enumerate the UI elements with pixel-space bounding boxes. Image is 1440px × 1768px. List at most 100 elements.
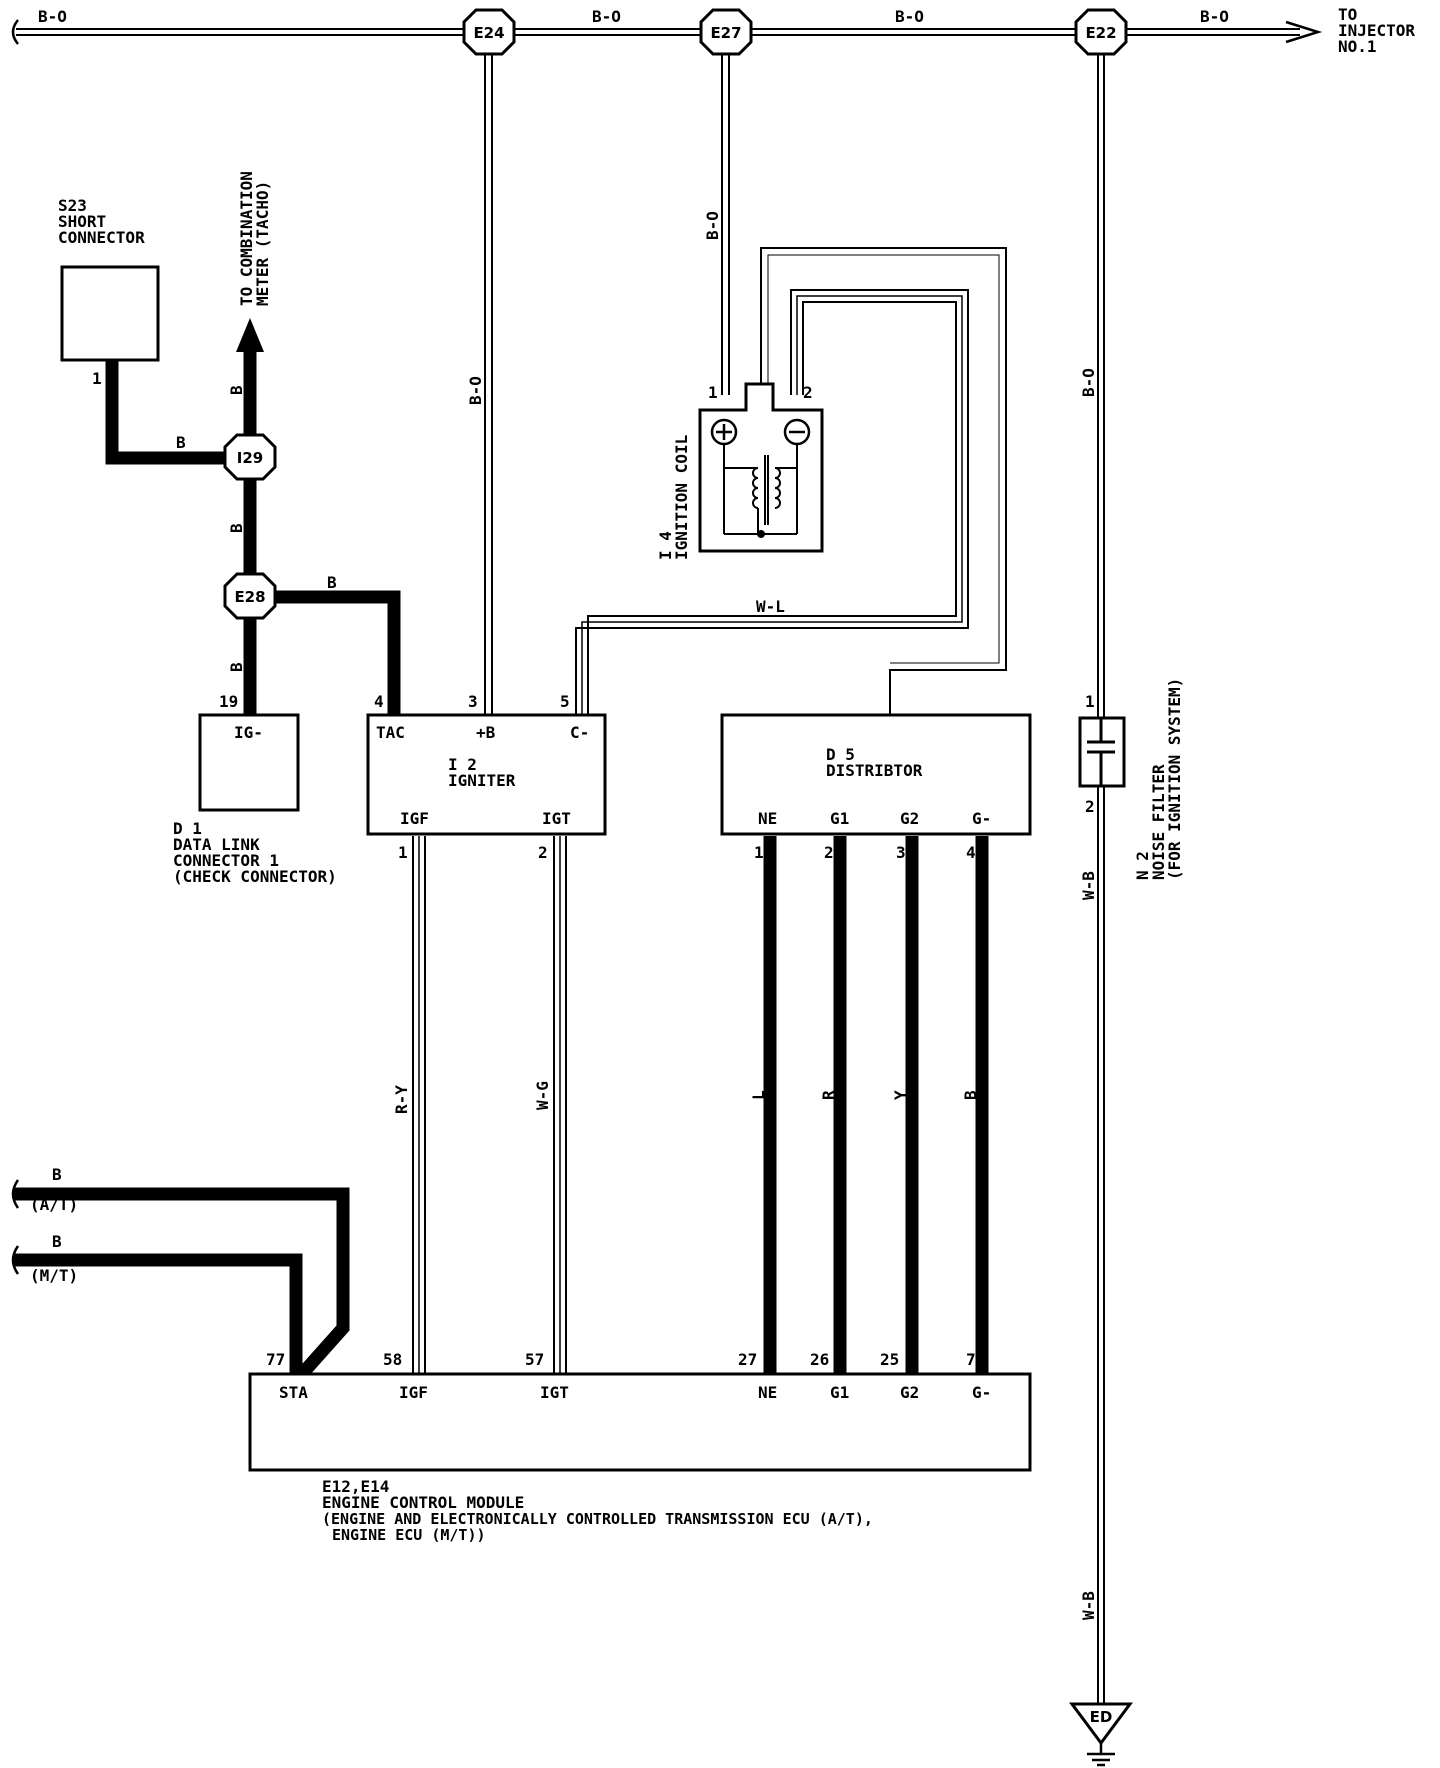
wire-label-b: B — [227, 523, 246, 533]
svg-text:TO COMBINATION: TO COMBINATION — [237, 171, 256, 306]
wire-label-r: R — [819, 1090, 838, 1100]
wire-label-y: Y — [891, 1090, 910, 1100]
terminal-label: IG- — [234, 723, 263, 742]
pin-number: 3 — [468, 692, 478, 711]
connector-e24: E24 — [462, 8, 516, 56]
w-l-wire — [575, 289, 969, 715]
svg-text:NOISE FILTER: NOISE FILTER — [1149, 764, 1168, 880]
i2-igniter: TAC +B C- 4 3 5 I 2 IGNITER IGF IGT 1 2 — [366, 692, 607, 862]
engine-control-module: STA IGF IGT NE G1 G2 G- 77 58 57 27 26 2… — [248, 1350, 1032, 1544]
b-wire-group — [105, 318, 401, 715]
variant-label-at: (A/T) — [30, 1195, 78, 1214]
svg-text:ED: ED — [1090, 1708, 1113, 1726]
svg-text:TO: TO — [1338, 5, 1357, 24]
terminal-label: G2 — [900, 809, 919, 828]
terminal-label: G1 — [830, 1383, 849, 1402]
pin-number: 19 — [219, 692, 238, 711]
svg-text:CONNECTOR 1: CONNECTOR 1 — [173, 851, 279, 870]
svg-text:N 2: N 2 — [1133, 851, 1152, 880]
pin-number: 5 — [560, 692, 570, 711]
terminal-label: TAC — [376, 723, 405, 742]
pin-number: 2 — [803, 383, 813, 402]
svg-text:E24: E24 — [473, 24, 504, 42]
pin-number: 3 — [896, 843, 906, 862]
svg-text:E27: E27 — [710, 24, 741, 42]
terminal-label: IGT — [542, 809, 571, 828]
wire-label-r-y: R-Y — [392, 1085, 411, 1114]
terminal-label: NE — [758, 809, 777, 828]
wire-label-b-o: B-O — [1079, 368, 1098, 397]
svg-text:IGNITION COIL: IGNITION COIL — [672, 435, 691, 560]
wire-label-b: B — [176, 433, 186, 452]
svg-text:SHORT: SHORT — [58, 212, 106, 231]
svg-text:I 4: I 4 — [656, 531, 675, 560]
wire-label-w-b: W-B — [1079, 1591, 1098, 1620]
svg-text:E22: E22 — [1085, 24, 1116, 42]
pin-number: 1 — [754, 843, 764, 862]
wire-label-b: B — [961, 1090, 980, 1100]
wire-label-b-o: B-O — [38, 7, 67, 26]
to-injector-label: TO INJECTOR NO.1 — [1338, 5, 1415, 56]
distributor-ecm-wires — [763, 836, 989, 1374]
pin-number: 26 — [810, 1350, 829, 1369]
svg-text:METER (TACHO): METER (TACHO) — [253, 181, 272, 306]
terminal-label: G- — [972, 809, 991, 828]
terminal-label: IGF — [400, 809, 429, 828]
d1-data-link-connector: IG- 19 D 1 DATA LINK CONNECTOR 1 (CHECK … — [173, 692, 337, 886]
svg-text:E28: E28 — [234, 588, 265, 606]
connector-e28: E28 — [223, 572, 277, 620]
d5-distributor: D 5 DISTRIBTOR NE G1 G2 G- 1 2 3 4 — [720, 713, 1032, 862]
variant-label-mt: (M/T) — [30, 1266, 78, 1285]
svg-text:NO.1: NO.1 — [1338, 37, 1377, 56]
svg-text:D 5: D 5 — [826, 745, 855, 764]
w-b-wire-ground — [1097, 785, 1105, 1710]
wire-label-b: B — [327, 573, 337, 592]
svg-text:(ENGINE AND ELECTRONICALLY CON: (ENGINE AND ELECTRONICALLY CONTROLLED TR… — [322, 1510, 873, 1528]
pin-number: 1 — [1085, 692, 1095, 711]
terminal-label: G2 — [900, 1383, 919, 1402]
b-o-wire-e24-igniter — [484, 52, 493, 715]
wire-label-b-o: B-O — [466, 376, 485, 405]
r-y-wire — [412, 836, 426, 1374]
wire-label-b: B — [227, 385, 246, 395]
pin-number: 27 — [738, 1350, 757, 1369]
svg-text:DISTRIBTOR: DISTRIBTOR — [826, 761, 923, 780]
wire-label-l: L — [749, 1090, 768, 1100]
wire-label-b-o: B-O — [703, 211, 722, 240]
terminal-label: C- — [570, 723, 589, 742]
wire-label-b: B — [52, 1165, 62, 1184]
w-g-wire — [553, 836, 567, 1374]
svg-text:S23: S23 — [58, 196, 87, 215]
pin-number: 2 — [824, 843, 834, 862]
svg-text:D 1: D 1 — [173, 819, 202, 838]
connector-e27: E27 — [699, 8, 753, 56]
pin-number: 1 — [398, 843, 408, 862]
wire-label-b-o: B-O — [592, 7, 621, 26]
svg-text:DATA LINK: DATA LINK — [173, 835, 260, 854]
svg-text:I29: I29 — [237, 449, 263, 467]
pin-number: 7 — [966, 1350, 976, 1369]
pin-number: 77 — [266, 1350, 285, 1369]
transformer-coil-icon — [723, 444, 798, 535]
pin-number: 1 — [92, 369, 102, 388]
terminal-label: IGT — [540, 1383, 569, 1402]
pin-number: 4 — [374, 692, 384, 711]
terminal-label: +B — [476, 723, 496, 742]
svg-text:INJECTOR: INJECTOR — [1338, 21, 1415, 40]
n2-noise-filter: 1 2 N 2 NOISE FILTER (FOR IGNITION SYSTE… — [1078, 678, 1184, 880]
wire-label-w-b: W-B — [1079, 871, 1098, 900]
connector-e22: E22 — [1074, 8, 1128, 56]
pin-number: 2 — [538, 843, 548, 862]
pin-number: 2 — [1085, 797, 1095, 816]
coil-distributor-wire — [760, 247, 1007, 715]
svg-text:(CHECK CONNECTOR): (CHECK CONNECTOR) — [173, 867, 337, 886]
wire-label-b: B — [52, 1232, 62, 1251]
terminal-label: G- — [972, 1383, 991, 1402]
s23-short-connector: S23 SHORT CONNECTOR 1 — [58, 196, 160, 388]
wire-label-w-g: W-G — [533, 1081, 552, 1110]
terminal-label: STA — [279, 1383, 308, 1402]
b-o-wire-e22-noise-filter — [1097, 52, 1105, 720]
svg-text:I 2: I 2 — [448, 755, 477, 774]
terminal-label: G1 — [830, 809, 849, 828]
sta-wires — [11, 1179, 350, 1379]
